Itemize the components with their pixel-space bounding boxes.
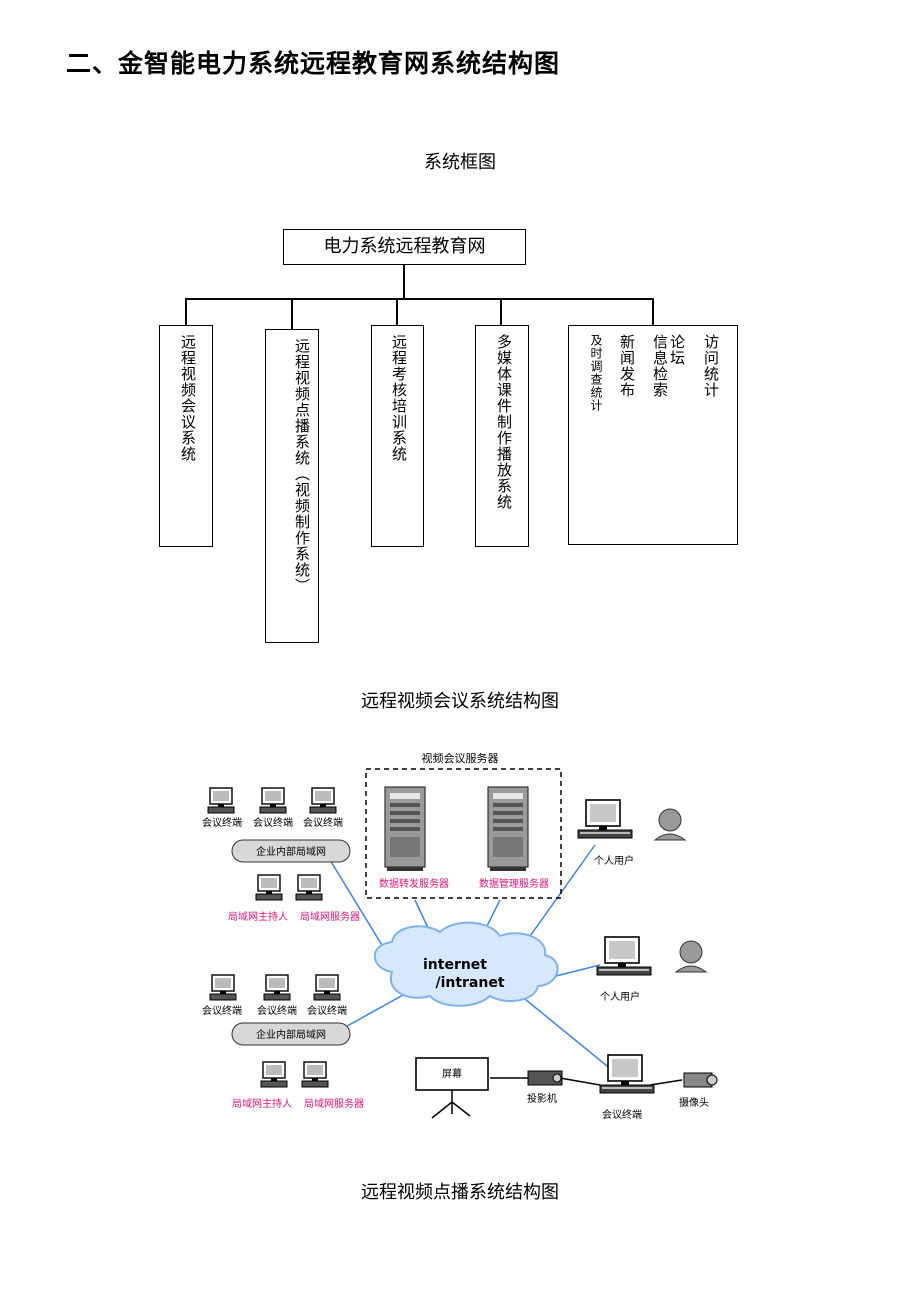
server-group-label: 视频会议服务器 <box>422 751 499 765</box>
service-label: 访问统计 <box>702 334 720 398</box>
computer-icon <box>255 874 283 901</box>
svg-text:/intranet: /intranet <box>435 975 504 991</box>
lan-group-bottom: 会议终端 会议终端 会议终端 企业内部局域网 局域网主持人 局域网服务器 <box>202 974 364 1110</box>
service-label: 新闻发布 <box>618 334 636 398</box>
server-icon <box>384 786 426 872</box>
computer-icon <box>260 1061 288 1088</box>
terminal-label: 会议终端 <box>303 816 343 829</box>
lan-host-label: 局域网主持人 <box>228 910 288 923</box>
root-box: 电力系统远程教育网 <box>283 229 526 265</box>
terminal-label: 会议终端 <box>253 816 293 829</box>
personal-user-label: 个人用户 <box>600 990 640 1003</box>
presentation-setup: 屏幕 投影机 会议终端 摄像头 <box>415 1054 718 1121</box>
computer-icon <box>309 787 337 814</box>
service-label: 论坛 <box>668 334 686 366</box>
root-connector <box>403 265 405 299</box>
screen-label: 屏幕 <box>442 1067 462 1080</box>
service-label: 及时调查统计 <box>589 334 603 412</box>
lan-pipe-icon <box>231 1022 351 1046</box>
video-conference-diagram-caption: 远程视频会议系统结构图 <box>361 691 559 712</box>
subsystem-label: 远程考核培训系统 <box>390 334 408 462</box>
terminal-label: 会议终端 <box>257 1004 297 1017</box>
branch-bar <box>185 298 654 300</box>
lan-pipe-icon <box>231 839 351 863</box>
personal-user-middle: 个人用户 <box>596 936 708 1003</box>
branch-connector <box>396 298 398 326</box>
server-left-label: 数据转发服务器 <box>379 877 449 890</box>
meeting-terminal-label: 会议终端 <box>602 1108 642 1121</box>
computer-icon <box>313 974 341 1001</box>
subsystem-box-services: 及时调查统计 新闻发布 信息检索 论坛 访问统计 <box>568 325 738 545</box>
camera-label: 摄像头 <box>679 1096 709 1109</box>
terminal-label: 会议终端 <box>307 1004 347 1017</box>
user-head-icon <box>658 808 682 832</box>
branch-connector <box>291 298 293 330</box>
branch-connector <box>185 298 187 326</box>
computer-icon <box>207 787 235 814</box>
subsystem-label: 远程视频点播系统（视频制作系统） <box>293 338 311 594</box>
computer-icon <box>295 874 323 901</box>
video-on-demand-diagram-caption: 远程视频点播系统结构图 <box>361 1182 559 1203</box>
computer-icon <box>209 974 237 1001</box>
lan-label: 企业内部局域网 <box>256 1028 326 1041</box>
lan-server-label: 局域网服务器 <box>300 910 360 923</box>
personal-user-label: 个人用户 <box>594 854 634 867</box>
internet-cloud-icon: internet /intranet <box>373 921 559 1007</box>
subsystem-box: 多媒体课件制作播放系统 <box>475 325 529 547</box>
branch-connector <box>652 298 654 326</box>
computer-icon <box>301 1061 329 1088</box>
projection-screen-icon <box>415 1057 489 1091</box>
computer-icon <box>259 787 287 814</box>
lan-group-top: 会议终端 会议终端 会议终端 企业内部局域网 局域网主持人 局域网服务器 <box>202 787 360 923</box>
meeting-terminal-icon <box>599 1054 655 1094</box>
subsystem-box: 远程考核培训系统 <box>371 325 424 547</box>
projector-icon <box>527 1070 563 1086</box>
server-icon <box>487 786 529 872</box>
server-right-label: 数据管理服务器 <box>479 877 549 890</box>
svg-text:internet: internet <box>423 957 487 973</box>
branch-connector <box>500 298 502 326</box>
subsystem-box: 远程视频会议系统 <box>159 325 213 547</box>
personal-user-top: 个人用户 <box>577 799 687 867</box>
lan-label: 企业内部局域网 <box>256 845 326 858</box>
computer-icon <box>577 799 633 839</box>
lan-server-label: 局域网服务器 <box>304 1097 364 1110</box>
projector-label: 投影机 <box>527 1092 557 1105</box>
terminal-label: 会议终端 <box>202 1004 242 1017</box>
service-label: 信息检索 <box>651 334 669 398</box>
subsystem-label: 远程视频会议系统 <box>179 334 197 462</box>
server-group: 视频会议服务器 数据转发服务器 数据管理服务器 <box>365 751 562 899</box>
system-block-diagram-caption: 系统框图 <box>424 152 496 173</box>
computer-icon <box>596 936 652 976</box>
subsystem-label: 多媒体课件制作播放系统 <box>495 334 513 510</box>
subsystem-box: 远程视频点播系统（视频制作系统） <box>265 329 319 643</box>
user-head-icon <box>679 940 703 964</box>
page-heading: 二、金智能电力系统远程教育网系统结构图 <box>66 49 561 78</box>
terminal-label: 会议终端 <box>202 816 242 829</box>
video-conference-network-diagram: 会议终端 会议终端 会议终端 企业内部局域网 局域网主持人 局域网服务器 视频会… <box>202 751 718 1121</box>
lan-host-label: 局域网主持人 <box>232 1097 292 1110</box>
computer-icon <box>263 974 291 1001</box>
